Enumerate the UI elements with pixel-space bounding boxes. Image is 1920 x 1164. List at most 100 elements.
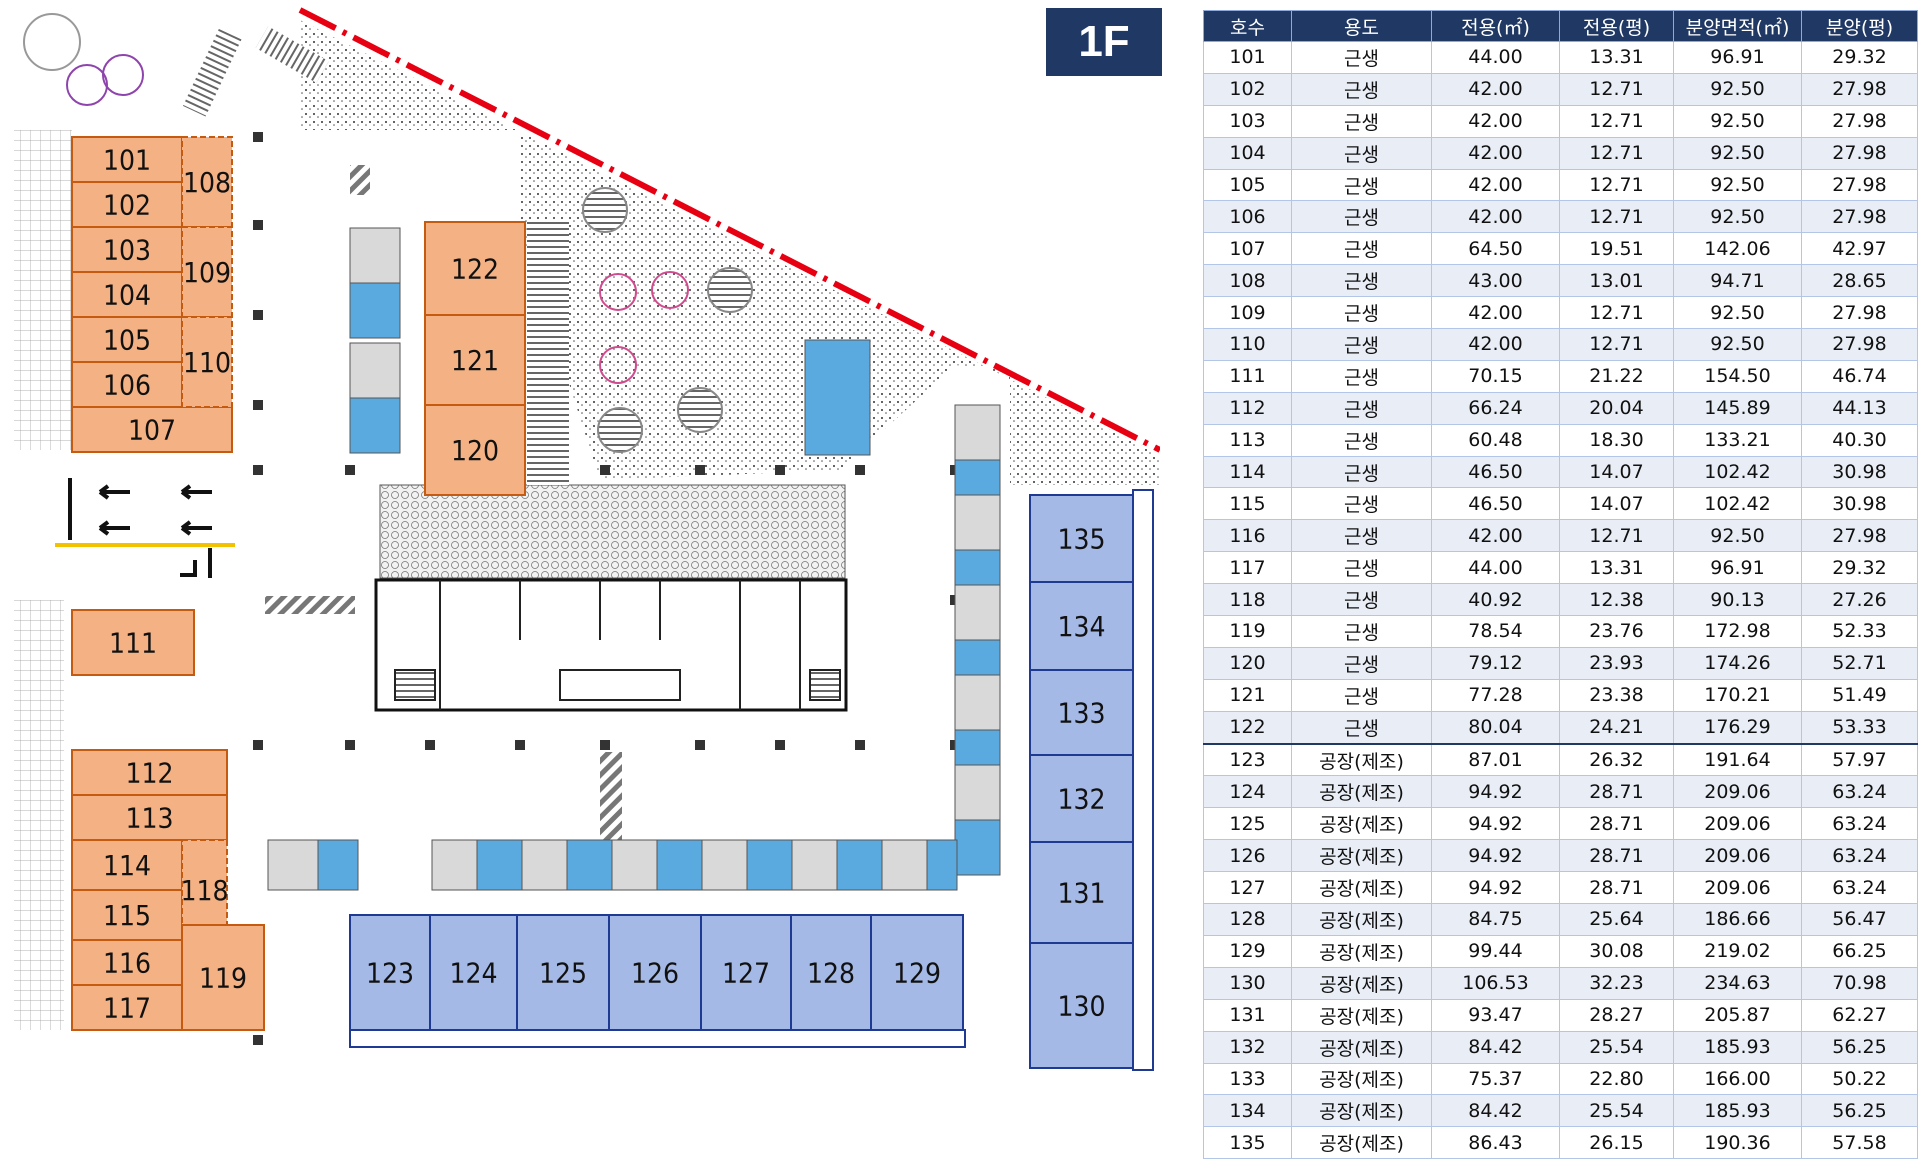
table-cell: 66.24 (1431, 391, 1560, 425)
table-cell: 공장(제조) (1291, 903, 1432, 936)
table-cell: 63.24 (1801, 807, 1918, 841)
column (253, 132, 263, 142)
table-cell: 근생 (1291, 583, 1432, 617)
retail-unit-119 (181, 924, 265, 1031)
building-core (374, 578, 848, 712)
table-cell: 134 (1203, 1094, 1292, 1128)
table-cell: 132 (1203, 1030, 1292, 1064)
table-cell: 112 (1203, 391, 1292, 425)
factory-unit-label: 127 (722, 957, 770, 990)
table-cell: 공장(제조) (1291, 934, 1432, 968)
table-cell: 29.32 (1801, 41, 1918, 74)
table-cell: 28.71 (1559, 839, 1674, 873)
table-cell: 근생 (1291, 615, 1432, 648)
table-cell: 126 (1203, 839, 1292, 873)
table-cell: 근생 (1291, 41, 1432, 74)
table-cell: 125 (1203, 807, 1292, 841)
table-header-cell: 전용(㎡) (1431, 10, 1560, 42)
table-cell: 53.33 (1801, 710, 1918, 745)
table-cell: 근생 (1291, 487, 1432, 521)
parking-bay (431, 839, 478, 891)
table-cell: 공장(제조) (1291, 839, 1432, 873)
table-cell: 44.13 (1801, 391, 1918, 425)
table-cell: 24.21 (1559, 710, 1674, 745)
table-cell: 42.00 (1431, 168, 1560, 202)
floor-badge: 1F (1046, 8, 1162, 76)
table-cell: 84.42 (1431, 1094, 1560, 1128)
table-cell: 92.50 (1673, 168, 1802, 202)
table-cell: 219.02 (1673, 934, 1802, 968)
parking-bays (267, 227, 1001, 891)
column (253, 740, 263, 750)
retail-unit-label: 111 (109, 627, 157, 660)
table-cell: 52.33 (1801, 615, 1918, 648)
table-cell: 근생 (1291, 455, 1432, 489)
table-cell: 209.06 (1673, 839, 1802, 873)
table-cell: 20.04 (1559, 391, 1674, 425)
table-cell: 57.97 (1801, 742, 1918, 777)
parking-bay (836, 839, 883, 891)
retail-unit-105 (71, 316, 183, 363)
table-cell: 공장(제조) (1291, 742, 1432, 777)
column (855, 465, 865, 475)
table-cell: 120 (1203, 646, 1292, 680)
column (695, 740, 705, 750)
table-cell: 70.98 (1801, 966, 1918, 1000)
table-cell: 22.80 (1559, 1062, 1674, 1096)
table-cell: 13.31 (1559, 41, 1674, 74)
table-cell: 87.01 (1431, 742, 1560, 777)
parking-bay (881, 839, 928, 891)
table-cell: 근생 (1291, 72, 1432, 106)
retail-unit-113 (71, 794, 228, 841)
parking-bay (611, 839, 658, 891)
table-cell: 42.00 (1431, 136, 1560, 170)
table-cell: 185.93 (1673, 1094, 1802, 1128)
table-cell: 44.00 (1431, 41, 1560, 74)
parking-bay (954, 404, 1001, 461)
retail-unit-label: 110 (183, 346, 231, 379)
site-boundary-line (298, 7, 1160, 453)
factory-unit-124 (429, 914, 518, 1031)
table-cell: 124 (1203, 775, 1292, 809)
table-cell: 42.00 (1431, 519, 1560, 553)
table-header-cell: 호수 (1203, 10, 1292, 42)
garden-trees (23, 13, 753, 453)
table-cell: 27.98 (1801, 136, 1918, 170)
table-cell: 92.50 (1673, 72, 1802, 106)
parking-bay (566, 839, 613, 891)
table-cell: 94.92 (1431, 807, 1560, 841)
table-cell: 12.71 (1559, 168, 1674, 202)
stair-top (255, 26, 329, 83)
table-cell: 111 (1203, 359, 1292, 393)
table-cell: 12.71 (1559, 104, 1674, 138)
table-cell: 27.98 (1801, 328, 1918, 361)
column (775, 465, 785, 475)
table-cell: 공장(제조) (1291, 998, 1432, 1032)
column (855, 740, 865, 750)
table-cell: 30.08 (1559, 934, 1674, 968)
parking-bay (954, 584, 1001, 641)
table-cell: 57.58 (1801, 1126, 1918, 1160)
parking-bay (746, 839, 793, 891)
factory-unit-label: 129 (893, 957, 941, 990)
table-cell: 근생 (1291, 678, 1432, 712)
factory-unit-label: 128 (807, 957, 855, 990)
table-cell: 106 (1203, 200, 1292, 234)
table-header-cell: 분양면적(㎡) (1673, 10, 1802, 42)
table-cell: 92.50 (1673, 200, 1802, 234)
table-cell: 84.75 (1431, 903, 1560, 936)
retail-unit-label: 101 (103, 144, 151, 177)
parking-bay (954, 819, 1001, 876)
parking-bay (267, 839, 319, 891)
table-cell: 154.50 (1673, 359, 1802, 393)
